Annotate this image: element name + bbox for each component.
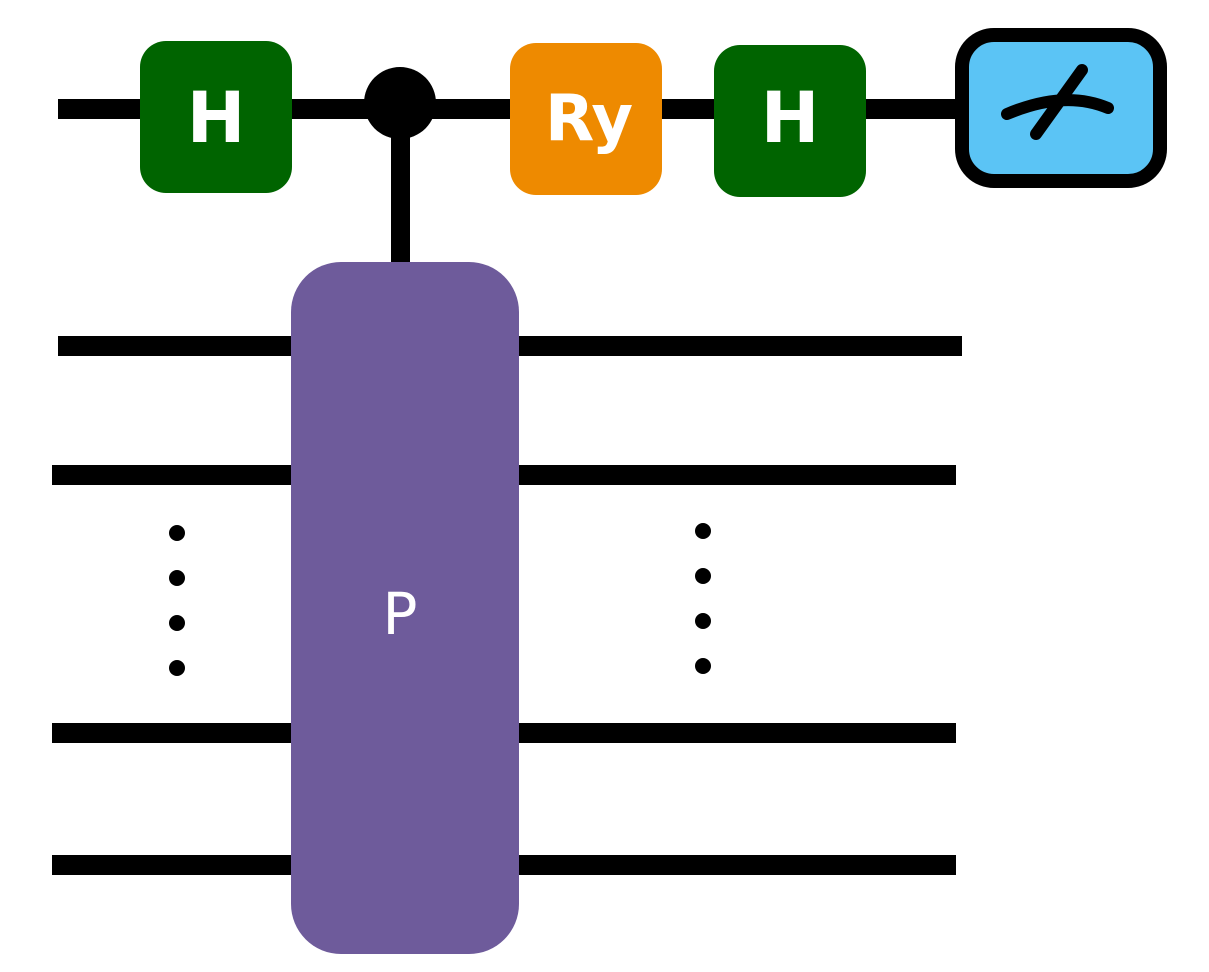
measurement-gate[interactable] bbox=[955, 28, 1167, 188]
ellipsis-dots-left bbox=[169, 525, 185, 676]
controlled-p-gate[interactable]: P bbox=[291, 262, 519, 954]
meter-icon bbox=[1001, 64, 1114, 140]
control-dot bbox=[364, 67, 436, 139]
ry-gate-label: Ry bbox=[545, 82, 633, 156]
ry-gate[interactable]: Ry bbox=[510, 43, 662, 195]
hadamard-gate-1[interactable]: H bbox=[140, 41, 292, 193]
hadamard-gate-2[interactable]: H bbox=[714, 45, 866, 197]
ellipsis-dots-right bbox=[695, 523, 711, 674]
h-gate-2-label: H bbox=[761, 77, 820, 159]
h-gate-1-label: H bbox=[187, 77, 246, 159]
control-line bbox=[391, 103, 410, 265]
p-gate-label: P bbox=[383, 580, 418, 648]
